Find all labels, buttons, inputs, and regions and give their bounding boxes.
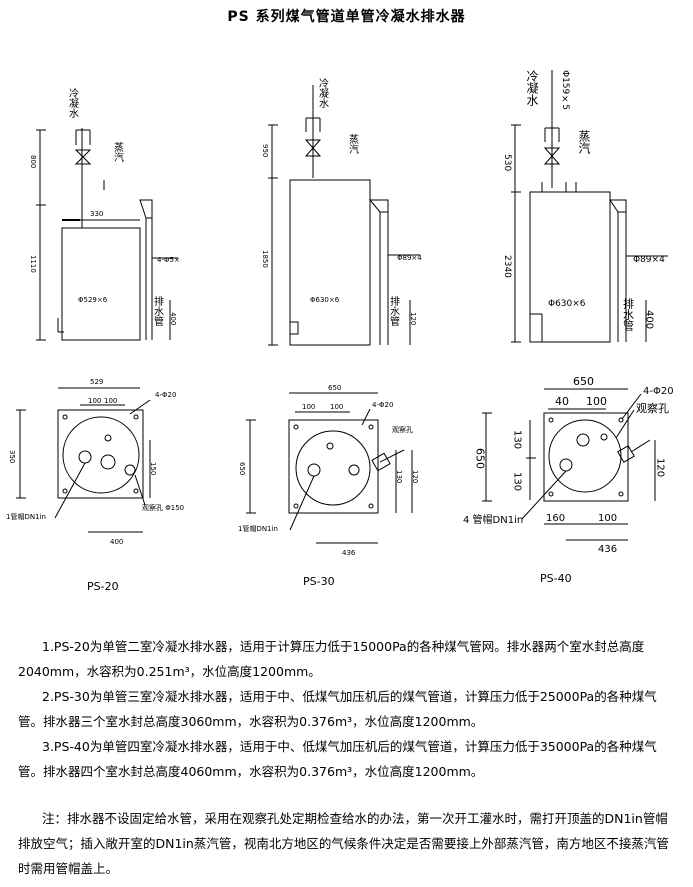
ps20-pipe-label: 4-Φ5× [157,256,180,264]
ps40-plan-d100b: 100 [598,513,617,524]
ps20-dim-total: 1110 [29,255,37,273]
ps30-dim-top: 950 [261,144,269,157]
ps30-plan-hole: 4-Φ20 [372,401,393,409]
note-3: 3.PS-40为单管四室冷凝水排水器，适用于中、低煤气加压机后的煤气管道，计算压… [18,739,657,779]
ps20-plan-h: 350 [8,450,16,463]
ps20-plan-bw: 400 [110,538,123,546]
ps40-steam-label: 蒸汽 [577,130,591,154]
ps20-outlet-label: 排水管 [152,295,164,327]
ps20-cond-label: 冷凝水 [67,87,79,118]
note-2: 2.PS-30为单管三室冷凝水排水器，适用于中、低煤气加压机后的煤气管道，计算压… [18,689,657,729]
ps20-plan-hole: 4-Φ20 [155,391,176,399]
ps40-pipe2-label: Φ89×4 [633,255,665,265]
ps30-plan-bw: 436 [342,549,356,557]
ps20-dim-400: 400 [169,312,177,325]
ps20-plan-d100a: 100 [88,397,101,405]
ps30-cond-label: 冷凝水 [317,77,329,108]
ps40-plan-hole: 4-Φ20 [643,386,674,397]
ps30-caption: PS-30 [303,575,335,588]
ps30-plan-w: 650 [328,384,341,392]
ps30-body-label: Φ630×6 [310,296,340,304]
note-remark: 注：排水器不设固定给水管，采用在观察孔处定期检查给水的办法，第一次开工灌水时，需… [18,811,669,876]
ps20-dim-top: 800 [29,155,37,168]
ps40-plan-d100a: 100 [586,395,607,408]
ps20-plan-d100b: 100 [104,397,117,405]
ps30-dim-120: 120 [409,312,417,325]
ps30-plan-d100b: 100 [330,403,343,411]
ps40-plan-bw: 436 [598,544,617,555]
ps30-dim-total: 1850 [261,250,269,268]
ps40-dim-top: 530 [502,154,512,171]
ps30-elevation: 冷凝水 蒸汽 950 1850 Φ630×6 Φ89×4 排水管 120 [261,77,422,346]
page-title: PS 系列煤气管道单管冷凝水排水器 [227,9,466,25]
ps30-pipe-label: Φ89×4 [397,254,422,262]
ps30-plan-obs: 观察孔 [392,425,413,434]
ps20-dim-w: 330 [90,210,103,218]
ps40-elevation: 冷凝水 Φ159×5 蒸汽 530 2340 Φ630×6 Φ89×4 排水管 … [502,70,668,343]
ps40-dim-400: 400 [644,310,655,329]
ps30-outlet-label: 排水管 [388,295,400,327]
ps40-plan-d120: 120 [655,458,666,477]
ps40-plan-h: 650 [474,448,487,469]
ps40-plan: 650 40 100 4-Φ20 观察孔 650 130 130 120 4 管… [463,375,674,585]
ps40-plan-d130b: 130 [512,472,523,491]
ps30-steam-label: 蒸汽 [347,134,359,154]
ps40-outlet-label: 排水管 [622,297,635,332]
ps30-plan-d130: 130 [395,470,403,483]
ps30-plan-h: 650 [238,462,246,475]
ps40-cond-label: 冷凝水 [525,70,539,106]
ps20-plan: 529 100 100 4-Φ20 350 150 观察孔 Φ150 1管帽DN… [6,378,184,593]
drawing-canvas: 冷凝水 蒸汽 800 1110 330 4-Φ5× Φ529×6 排水管 400 [6,70,674,593]
ps20-plan-d150: 150 [149,462,157,475]
ps20-plan-drain: 1管帽DN1in [6,512,46,521]
ps40-pipe1-label: Φ159×5 [560,70,570,110]
ps40-body-label: Φ630×6 [548,299,586,309]
ps40-caption: PS-40 [540,572,572,585]
ps40-plan-d40: 40 [555,395,569,408]
ps40-plan-d130a: 130 [512,430,523,449]
ps20-body-label: Φ529×6 [78,296,108,304]
ps30-plan: 650 100 100 4-Φ20 观察孔 650 130 120 1管帽DN1… [238,384,419,588]
ps30-plan-drain: 1管帽DN1in [238,524,278,533]
ps30-plan-d100a: 100 [302,403,315,411]
ps30-plan-d120: 120 [411,470,419,483]
notes: 1.PS-20为单管二室冷凝水排水器，适用于计算压力低于15000Pa的各种煤气… [18,634,678,881]
note-1: 1.PS-20为单管二室冷凝水排水器，适用于计算压力低于15000Pa的各种煤气… [18,639,645,679]
ps20-caption: PS-20 [87,580,119,593]
ps40-plan-d160: 160 [546,513,565,524]
ps40-plan-obs: 观察孔 [636,401,669,415]
ps40-dim-total: 2340 [502,255,512,278]
ps20-elevation: 冷凝水 蒸汽 800 1110 330 4-Φ5× Φ529×6 排水管 400 [29,87,180,341]
ps20-plan-obs: 观察孔 Φ150 [142,503,184,512]
ps20-steam-label: 蒸汽 [112,142,124,162]
ps20-plan-w: 529 [90,378,103,386]
ps40-plan-drain: 4 管帽DN1in [463,513,523,526]
ps40-plan-w: 650 [573,375,594,388]
